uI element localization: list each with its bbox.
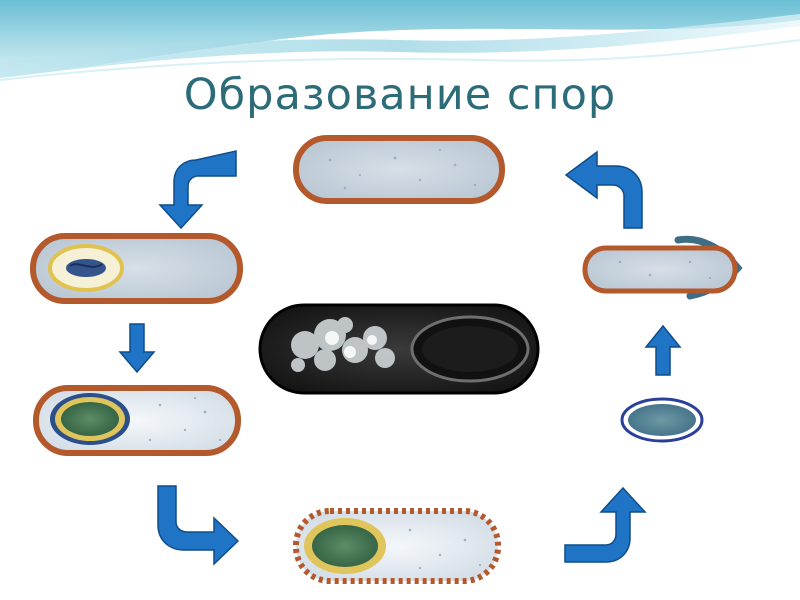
cell-lysing (296, 511, 498, 581)
up-arrow-icon (646, 326, 680, 375)
cell-maturing-spore (36, 388, 238, 453)
free-spore (622, 399, 702, 441)
curved-arrow-icon (566, 152, 642, 228)
down-arrow-icon (120, 324, 154, 372)
micrograph-sporulating-cell (260, 305, 538, 393)
cell-germinating (585, 239, 738, 296)
curved-arrow-icon (160, 151, 236, 228)
curved-arrow-icon (158, 486, 238, 564)
curved-arrow-icon (565, 488, 645, 562)
cell-forespore (33, 236, 240, 301)
cell-vegetative-top (296, 138, 502, 201)
